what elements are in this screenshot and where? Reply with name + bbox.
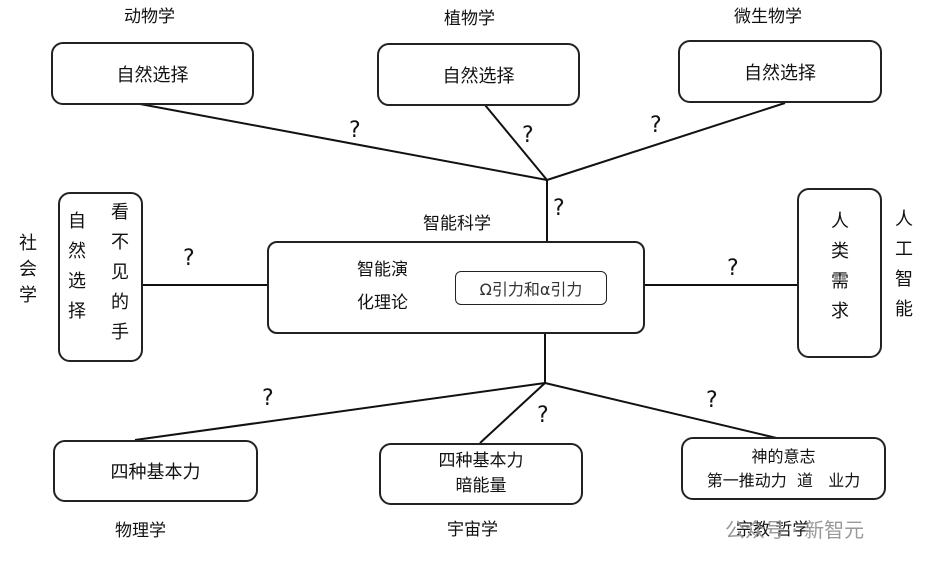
botany-question: ? [522, 123, 534, 148]
microbiology-question: ? [650, 113, 662, 138]
physics-box: 四种基本力 [53, 440, 258, 502]
sociology-col1: 自然选择 [68, 211, 86, 322]
sociology-question: ? [183, 246, 195, 271]
microbiology-box-text: 自然选择 [744, 62, 816, 84]
zoology-label: 动物学 [124, 7, 175, 27]
cosmology-question: ? [537, 403, 549, 428]
watermark-text: 公众号 · 新智元 [725, 518, 865, 542]
physics-label: 物理学 [115, 521, 166, 541]
zoology-box-text: 自然选择 [116, 64, 189, 86]
physics-box-text: 四种基本力 [110, 462, 201, 483]
physics-question: ? [262, 386, 274, 411]
cosmology-line2: 暗能量 [455, 476, 507, 496]
ai-question: ? [727, 256, 739, 281]
intelligence-science-title: 智能科学 [423, 214, 491, 234]
microbiology-label: 微生物学 [734, 7, 802, 27]
botany-box-text: 自然选择 [442, 65, 515, 87]
zoology-question: ? [349, 118, 361, 143]
sociology-label: 社会学 [19, 233, 37, 306]
theory-line1: 智能演 [357, 260, 408, 280]
microbiology-box: 自然选择 [678, 40, 882, 103]
core-principle-text: Ω引力和α引力 [479, 280, 583, 299]
ai-box-text: 人类需求 [831, 211, 849, 322]
botany-box: 自然选择 [377, 43, 580, 106]
ai-box [797, 188, 882, 358]
religion-box: 神的意志 第一推动力 道 业力 [681, 437, 886, 500]
theory-line2: 化理论 [357, 293, 408, 313]
botany-label: 植物学 [444, 9, 495, 29]
sociology-box [58, 192, 143, 362]
religion-line1: 神的意志 [751, 446, 816, 466]
religion-line2: 第一推动力 道 业力 [706, 470, 861, 490]
ai-label: 人工智能 [895, 209, 913, 320]
cosmology-label: 宇宙学 [447, 520, 498, 540]
cosmology-line1: 四种基本力 [438, 450, 524, 471]
zoology-box: 自然选择 [51, 42, 254, 105]
religion-question: ? [706, 388, 718, 413]
sociology-col2: 看不见的手 [111, 202, 129, 343]
core-principle-box: Ω引力和α引力 [455, 271, 607, 305]
cosmology-box: 四种基本力 暗能量 [379, 443, 583, 505]
religion-label: 宗教 哲学 [736, 520, 810, 540]
center-question: ? [553, 196, 565, 221]
